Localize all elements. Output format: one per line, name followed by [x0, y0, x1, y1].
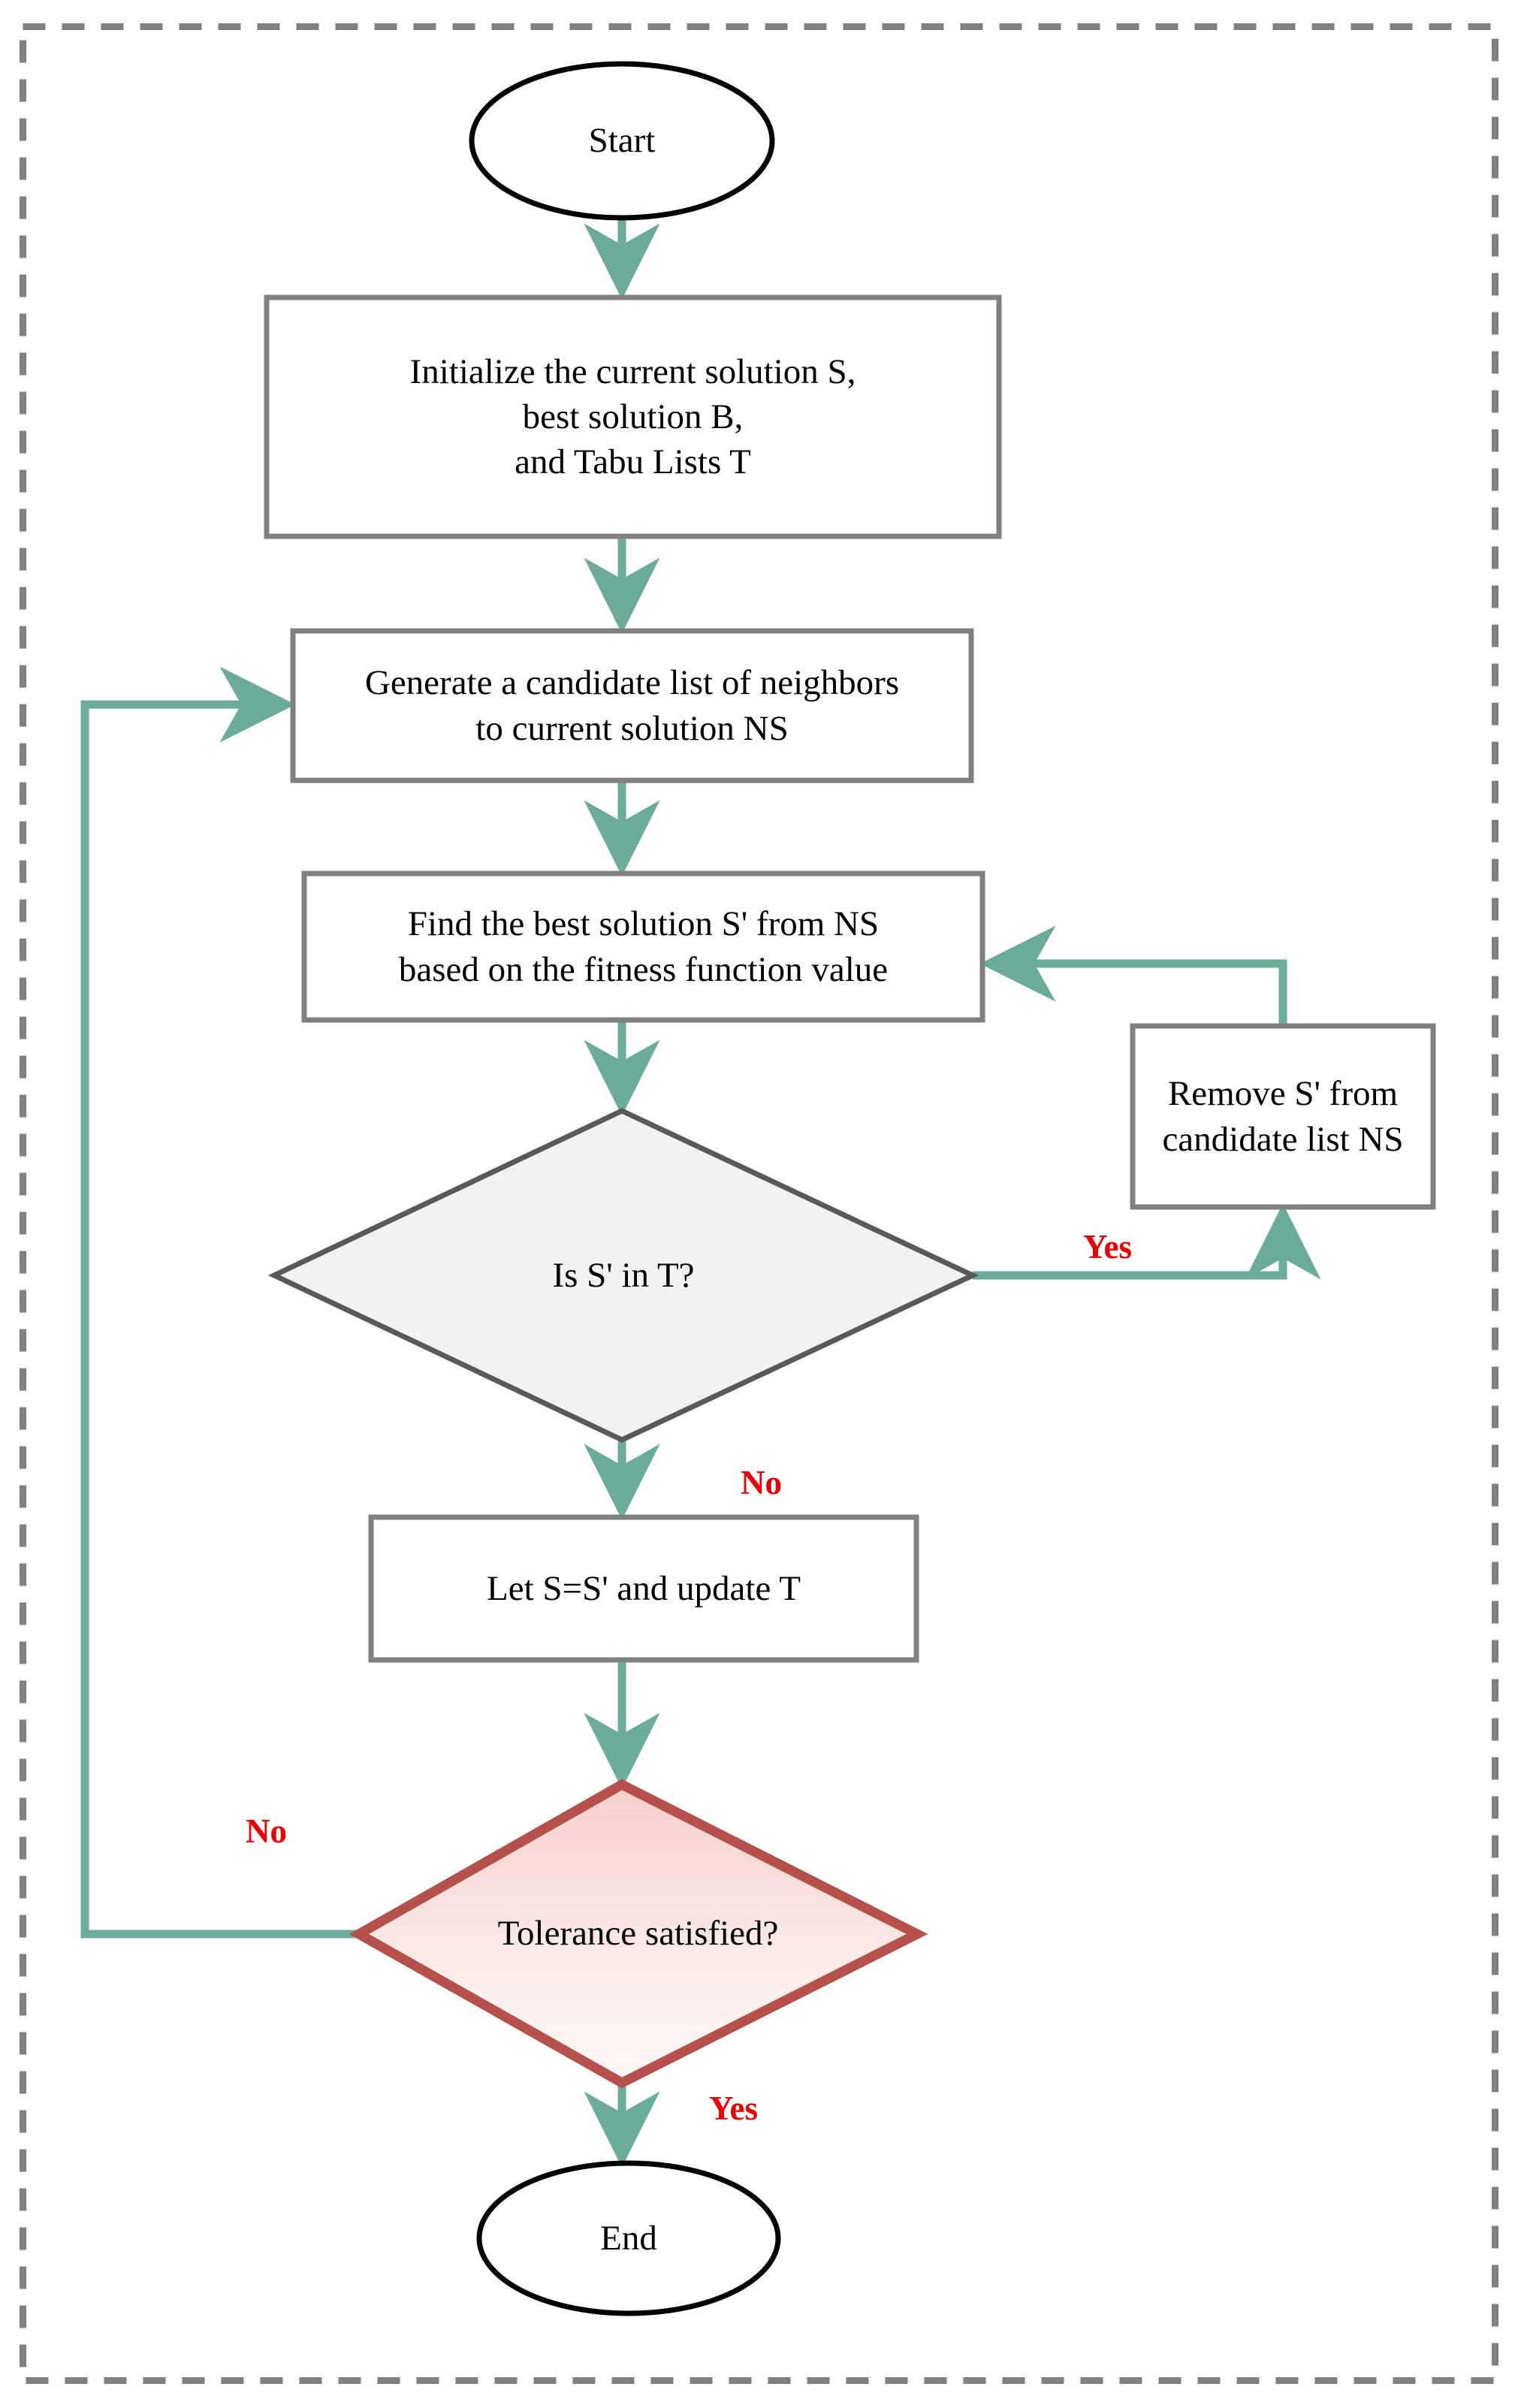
- branch-label-no-istabu: No: [741, 1464, 782, 1501]
- node-initialize-shape[interactable]: [264, 294, 1002, 539]
- edge-remove-to-findbest: [979, 925, 1287, 1026]
- node-end-shape[interactable]: [476, 2160, 781, 2316]
- branch-label-yes-istabu: Yes: [1083, 1228, 1132, 1266]
- node-generate-shape[interactable]: [290, 628, 974, 783]
- branch-label-no-tolerance: No: [246, 1812, 287, 1850]
- node-findbest-shape[interactable]: [301, 871, 985, 1023]
- node-letupdate-shape[interactable]: [368, 1514, 919, 1663]
- node-start-shape[interactable]: [469, 61, 775, 221]
- node-removesprime-shape[interactable]: [1130, 1023, 1436, 1210]
- branch-label-yes-tolerance: Yes: [709, 2090, 758, 2127]
- edge-istabu-yes-to-remove: [973, 1203, 1321, 1280]
- node-tolerance-shape[interactable]: [349, 1779, 928, 2089]
- edge-tolerance-no-to-generate: [80, 666, 359, 1939]
- node-istabu-shape[interactable]: [267, 1108, 979, 1443]
